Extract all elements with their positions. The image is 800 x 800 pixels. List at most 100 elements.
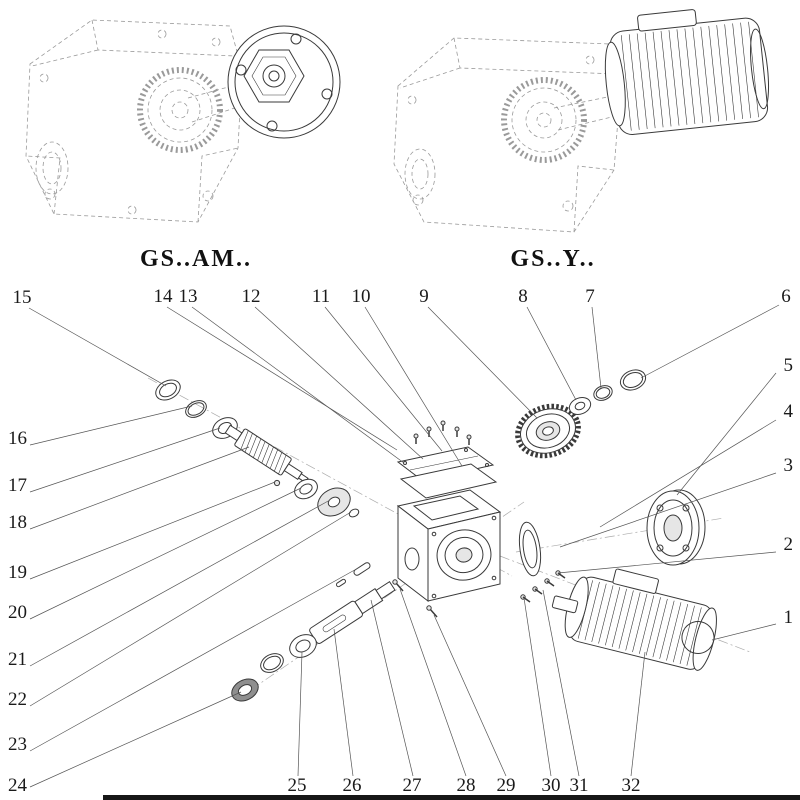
part-top-cover [396,446,495,482]
leader-line-25 [297,651,303,777]
part-seal-ring [155,379,181,401]
part-number-23: 23 [8,734,27,755]
leader-line-26 [333,628,354,777]
y-gear-teeth [501,77,587,163]
part-number-5: 5 [784,355,794,376]
part-number-22: 22 [8,689,27,710]
variant-label-am: GS..AM.. [140,246,252,272]
leader-line-12 [254,306,424,460]
part-number-1: 1 [784,607,794,628]
part-main-gear [515,403,581,459]
part-number-28: 28 [457,775,476,796]
part-number-4: 4 [784,401,794,422]
leader-line-7 [591,306,602,389]
bottom-border [103,795,800,800]
leader-line-20 [29,487,302,620]
leader-line-28 [399,588,467,777]
part-number-30: 30 [542,775,561,796]
part-output-shaft [309,580,396,644]
part-number-21: 21 [8,649,27,670]
part-number-16: 16 [8,428,27,449]
motor-body-fins [577,580,702,666]
part-number-10: 10 [352,286,371,307]
part-number-32: 32 [622,775,641,796]
part-cover-gasket [399,463,498,499]
part-number-24: 24 [8,775,28,796]
leader-line-1 [711,623,777,641]
part-set-pin [273,479,281,487]
part-bearing-output [289,634,317,658]
part-cover-screws [413,420,472,445]
leader-line-27 [370,599,414,777]
part-number-8: 8 [518,286,528,307]
leader-line-22 [29,511,352,707]
am-output-flange [227,25,341,139]
part-circlip-output [260,653,284,673]
part-number-20: 20 [8,602,27,623]
leader-line-21 [29,499,331,667]
part-gear-ring [619,369,647,391]
part-number-26: 26 [343,775,362,796]
leader-line-2 [557,551,777,574]
motor-shaft-stub [551,595,579,614]
part-number-17: 17 [8,475,27,496]
leader-line-14 [166,306,398,451]
part-number-6: 6 [781,286,791,307]
part-spacer-ring [348,508,360,518]
part-number-25: 25 [288,775,307,796]
part-number-19: 19 [8,562,27,583]
part-bearing-input-2 [294,478,318,500]
exploded-view [147,369,751,702]
part-gear-washer [568,397,592,415]
leader-line-24 [29,691,242,788]
leader-line-13 [191,306,405,464]
leader-line-6 [640,304,780,379]
motor-end-cap [750,28,770,110]
leader-line-30 [523,597,552,777]
leader-line-17 [29,427,221,493]
leader-line-16 [29,405,193,446]
part-output-flange [646,489,706,566]
part-number-13: 13 [179,286,198,307]
part-number-29: 29 [497,775,516,796]
part-worm-gear-disc [317,487,351,517]
leader-line-5 [676,372,777,496]
leader-line-29 [433,614,507,777]
part-side-gasket [518,521,542,577]
gearbox-y-drawing [393,37,625,233]
part-number-18: 18 [8,512,27,533]
part-number-2: 2 [784,534,794,555]
part-number-14: 14 [154,286,174,307]
y-motor [604,9,770,135]
part-number-31: 31 [570,775,589,796]
leader-line-32 [630,651,646,777]
leader-line-8 [526,306,577,401]
part-number-27: 27 [403,775,422,796]
part-number-15: 15 [13,287,32,308]
part-housing-screws [392,579,438,618]
motor-fins [620,21,759,131]
part-housing [396,489,502,603]
motor-terminal-box [637,9,697,32]
am-gear-teeth [137,67,223,153]
variant-label-y: GS..Y.. [510,246,595,272]
leader-line-10 [364,306,463,467]
part-worm-shaft [224,424,309,484]
part-number-11: 11 [312,286,330,307]
leader-line-23 [29,566,361,752]
part-circlip-input [185,400,207,418]
leader-line-15 [28,307,167,387]
leader-line-4 [599,419,777,528]
shaft-keyway [322,614,347,633]
worm-threads [240,430,287,475]
leader-line-19 [29,481,276,580]
part-key [335,562,371,588]
leader-line-11 [324,306,443,452]
motor-terminal-box-exploded [612,568,659,594]
part-number-12: 12 [242,286,261,307]
leader-line-31 [542,589,580,777]
leader-line-3 [559,472,777,548]
